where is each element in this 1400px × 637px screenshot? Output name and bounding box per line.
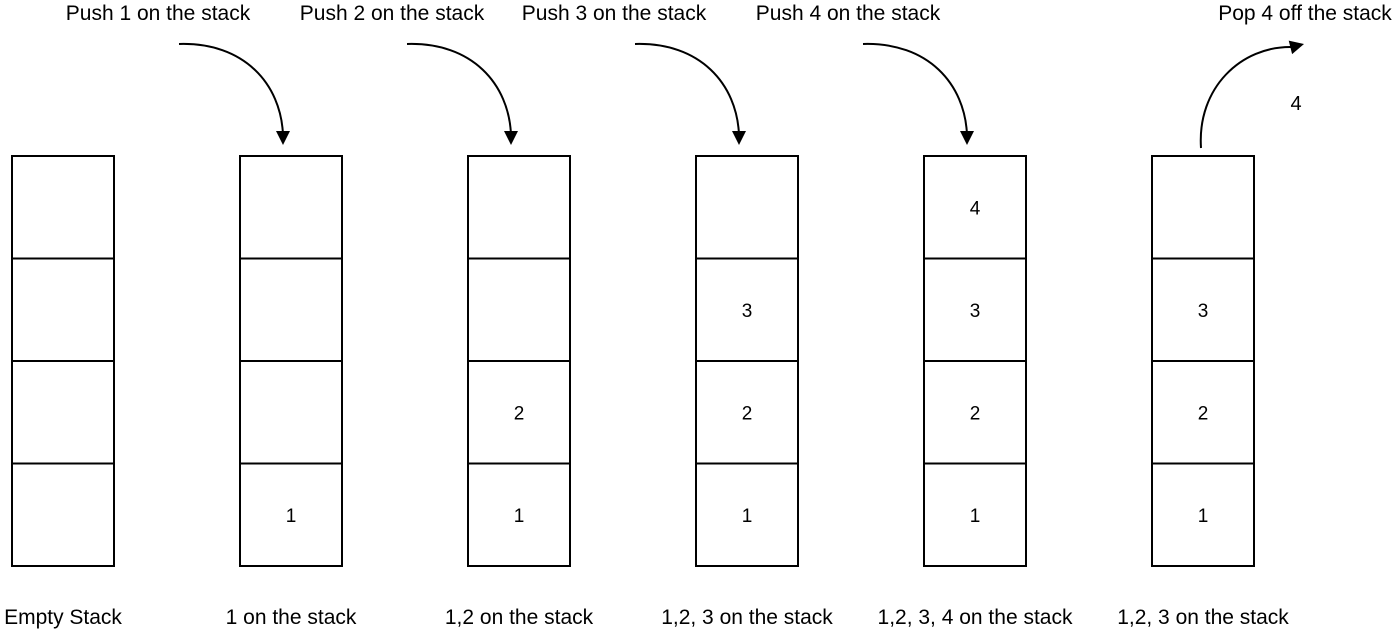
stack-caption: 1,2, 3, 4 on the stack bbox=[878, 606, 1073, 629]
push-arrow bbox=[178, 42, 284, 136]
stack-cell bbox=[11, 360, 115, 465]
operation-3: Push 3 on the stack bbox=[522, 2, 746, 145]
stack-cell-value: 2 bbox=[1198, 403, 1209, 424]
arrow-head bbox=[1288, 40, 1304, 55]
stack-cell bbox=[923, 462, 1027, 567]
stack-cell-value: 1 bbox=[286, 506, 297, 527]
stack-caption: 1,2 on the stack bbox=[445, 606, 594, 629]
stack-cell bbox=[11, 257, 115, 362]
stack-cell bbox=[1151, 257, 1255, 362]
stack-cell bbox=[1151, 155, 1255, 260]
pop-arrow bbox=[1199, 45, 1293, 149]
stack-cell bbox=[467, 155, 571, 260]
stack-cell-value: 3 bbox=[970, 301, 981, 322]
stack-cell-value: 3 bbox=[1198, 301, 1209, 322]
stack-6: 1 2 3 1,2, 3 on the stack bbox=[1117, 155, 1289, 629]
stack-cell bbox=[695, 257, 799, 362]
stack-4: 1 2 3 1,2, 3 on the stack bbox=[661, 155, 833, 629]
arrow-head bbox=[276, 131, 290, 145]
stack-caption: 1,2, 3 on the stack bbox=[1117, 606, 1289, 629]
stack-cell bbox=[923, 257, 1027, 362]
stack-cell-value: 2 bbox=[970, 403, 981, 424]
stack-cell bbox=[695, 155, 799, 260]
stack-cell-value: 1 bbox=[742, 506, 753, 527]
stack-cell-value: 3 bbox=[742, 301, 753, 322]
stack-cell bbox=[239, 257, 343, 362]
stack-cell bbox=[1151, 462, 1255, 567]
operation-5: Pop 4 off the stack 4 bbox=[1199, 2, 1392, 149]
push-label: Push 4 on the stack bbox=[756, 2, 941, 25]
stack-cell-value: 2 bbox=[514, 403, 525, 424]
stack-cell bbox=[239, 462, 343, 567]
stack-cell-value: 4 bbox=[970, 198, 981, 219]
operation-4: Push 4 on the stack bbox=[756, 2, 974, 145]
pop-label: Pop 4 off the stack bbox=[1218, 2, 1392, 25]
stack-cell bbox=[467, 257, 571, 362]
popped-value: 4 bbox=[1290, 93, 1301, 115]
stack-5: 1 2 3 4 1,2, 3, 4 on the stack bbox=[878, 155, 1073, 629]
arrow-head bbox=[504, 131, 518, 145]
stack-cell bbox=[1151, 360, 1255, 465]
stack-cell bbox=[239, 360, 343, 465]
stack-cell bbox=[11, 155, 115, 260]
stack-cell bbox=[467, 462, 571, 567]
push-label: Push 3 on the stack bbox=[522, 2, 707, 25]
arrow-head bbox=[960, 131, 974, 145]
stack-cell-value: 1 bbox=[1198, 506, 1209, 527]
stack-cell bbox=[239, 155, 343, 260]
operation-1: Push 1 on the stack bbox=[66, 2, 290, 145]
stack-cell-value: 1 bbox=[514, 506, 525, 527]
stack-caption: 1,2, 3 on the stack bbox=[661, 606, 833, 629]
push-label: Push 2 on the stack bbox=[300, 2, 485, 25]
operations-layer: Push 1 on the stack Push 2 on the stack Pu… bbox=[66, 2, 1392, 149]
stack-caption: 1 on the stack bbox=[226, 606, 357, 629]
arrow-head bbox=[732, 131, 746, 145]
push-arrow bbox=[634, 42, 740, 136]
stacks-layer: Empty Stack 1 1 on the stack 1 2 1,2 on the s… bbox=[4, 155, 1289, 629]
stack-cell-value: 2 bbox=[742, 403, 753, 424]
stack-cell bbox=[923, 155, 1027, 260]
stack-cell bbox=[11, 462, 115, 567]
stack-cell bbox=[923, 360, 1027, 465]
stack-3: 1 2 1,2 on the stack bbox=[445, 155, 594, 629]
operation-2: Push 2 on the stack bbox=[300, 2, 518, 145]
stack-cell-value: 1 bbox=[970, 506, 981, 527]
push-arrow bbox=[406, 42, 512, 136]
push-label: Push 1 on the stack bbox=[66, 2, 251, 25]
push-arrow bbox=[862, 42, 968, 136]
stack-cell bbox=[695, 360, 799, 465]
stack-cell bbox=[695, 462, 799, 567]
stack-1: Empty Stack bbox=[4, 155, 122, 629]
stack-caption: Empty Stack bbox=[4, 606, 122, 629]
stack-2: 1 1 on the stack bbox=[226, 155, 357, 629]
